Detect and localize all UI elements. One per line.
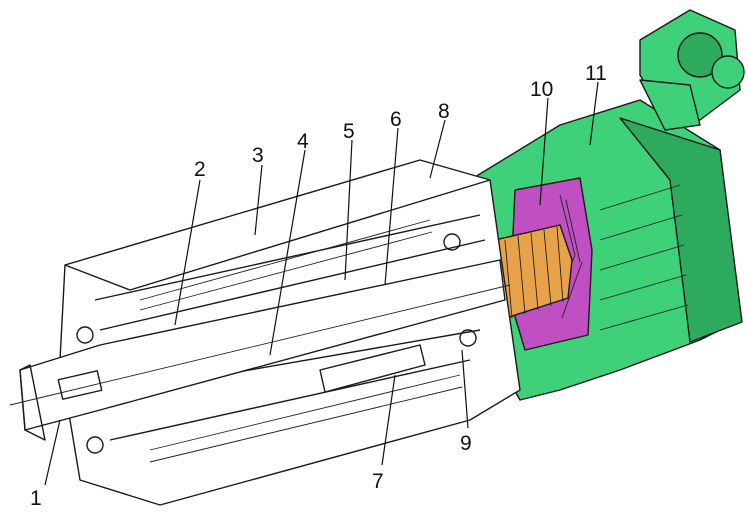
callout-labels: 1 2 3 4 5 6 7 8 9 10 11 xyxy=(30,62,607,510)
callout-6: 6 xyxy=(390,108,402,131)
callout-9: 9 xyxy=(460,432,472,455)
callout-7: 7 xyxy=(372,470,384,493)
connector-gland-1 xyxy=(677,32,723,78)
leader-1 xyxy=(44,419,61,486)
callout-4: 4 xyxy=(297,130,309,153)
leader-9 xyxy=(461,349,469,429)
rotor-bars xyxy=(504,226,564,319)
cooling-channels xyxy=(139,219,463,463)
callout-11: 11 xyxy=(585,62,607,85)
leader-5 xyxy=(344,139,353,281)
spindle-bore-upper xyxy=(94,214,486,331)
sleeve xyxy=(319,344,426,393)
leader-6 xyxy=(384,127,399,286)
callout-1: 1 xyxy=(30,487,42,510)
front-bearing-lower xyxy=(86,436,104,454)
spindle-body xyxy=(9,159,521,506)
callout-5: 5 xyxy=(343,120,355,143)
leader-11 xyxy=(589,81,599,146)
leader-3 xyxy=(254,164,263,236)
leader-10 xyxy=(539,97,549,206)
callout-2: 2 xyxy=(194,158,206,181)
motor-housing-fins xyxy=(599,184,689,331)
keyway xyxy=(57,370,103,400)
leader-lines xyxy=(44,81,599,486)
spindle-housing-top xyxy=(64,179,491,291)
rear-bearing-upper xyxy=(443,233,461,251)
shaft-nose xyxy=(19,364,46,441)
front-bearing-upper xyxy=(76,326,94,344)
callout-10: 10 xyxy=(530,78,553,101)
rear-bearing-lower xyxy=(459,329,477,347)
leader-4 xyxy=(269,149,306,356)
connector-gland-2 xyxy=(711,55,745,89)
motor-housing-side xyxy=(619,117,743,343)
leader-8 xyxy=(429,119,446,179)
callout-8: 8 xyxy=(438,100,450,123)
stator-slots xyxy=(555,194,583,319)
callout-3: 3 xyxy=(252,144,264,167)
shaft-centerline xyxy=(9,284,511,406)
leader-2 xyxy=(174,179,201,326)
leader-7 xyxy=(381,374,396,466)
connector-elbow xyxy=(639,79,701,131)
